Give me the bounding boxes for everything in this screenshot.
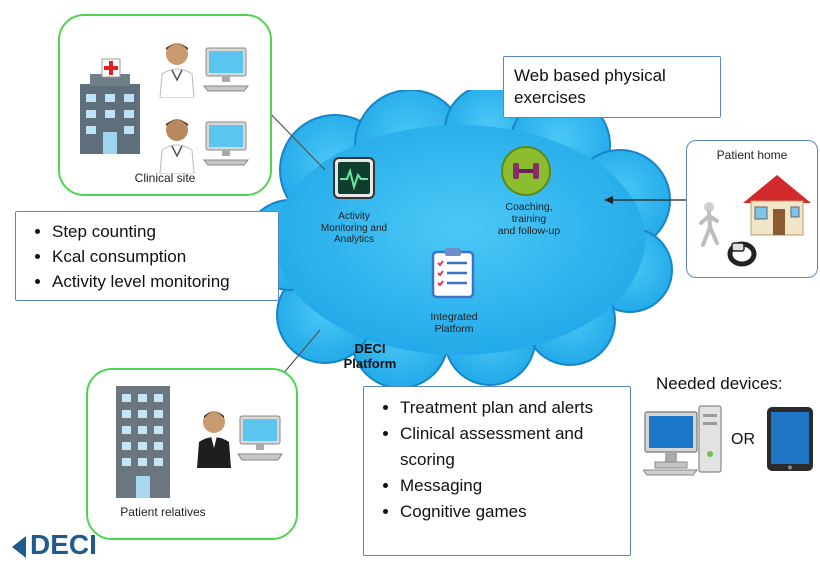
tablet-icon (767, 407, 813, 471)
patient-relatives-label: Patient relatives (120, 505, 206, 519)
list-item: Messaging (400, 473, 636, 499)
deci-platform-label: DECI Platform (343, 341, 397, 371)
clinical-site-label: Clinical site (134, 171, 196, 185)
doctor-icon (159, 43, 195, 98)
activity-monitor-icon (333, 157, 375, 199)
activity-label: Activity Monitoring and Analytics (320, 211, 388, 245)
list-item: Cognitive games (400, 499, 636, 525)
or-label: OR (731, 431, 755, 448)
platform-list-box: Treatment plan and alerts Clinical asses… (363, 386, 631, 556)
hospital-icon (80, 58, 140, 154)
computer-icon (202, 47, 250, 92)
logo-mark-icon (12, 536, 26, 558)
dumbbell-icon (501, 146, 551, 196)
web-exercises-text: Web based physical exercises (514, 66, 666, 107)
platform-list: Treatment plan and alerts Clinical asses… (374, 395, 636, 525)
coaching-label: Coaching, training and follow-up (497, 201, 561, 238)
computer-icon (202, 121, 250, 166)
clinical-site-box: Clinical site (58, 14, 272, 196)
desktop-computer-icon (643, 405, 722, 476)
doctor-icon (159, 119, 195, 174)
walking-person-icon (699, 202, 719, 247)
activity-list-box: Step counting Kcal consumption Activity … (15, 211, 279, 301)
activity-list: Step counting Kcal consumption Activity … (26, 219, 230, 294)
clipboard-icon (431, 248, 475, 299)
list-item: Activity level monitoring (52, 269, 230, 294)
list-item: Kcal consumption (52, 244, 230, 269)
logo-text: DECI (30, 529, 97, 560)
person-icon (197, 411, 231, 468)
list-item: Step counting (52, 219, 230, 244)
patient-home-box: Patient home (686, 140, 818, 278)
computer-icon (237, 415, 283, 461)
patient-home-label: Patient home (716, 148, 788, 162)
building-icon (116, 386, 170, 498)
list-item: Treatment plan and alerts (400, 395, 636, 421)
list-item: Clinical assessment and scoring (400, 421, 636, 473)
web-exercises-box: Web based physical exercises (503, 56, 721, 118)
house-icon (743, 175, 811, 236)
wristband-icon (727, 241, 757, 267)
patient-relatives-box: Patient relatives (86, 368, 298, 540)
devices-title: Needed devices: (656, 374, 783, 393)
integrated-label: Integrated Platform (430, 311, 478, 336)
